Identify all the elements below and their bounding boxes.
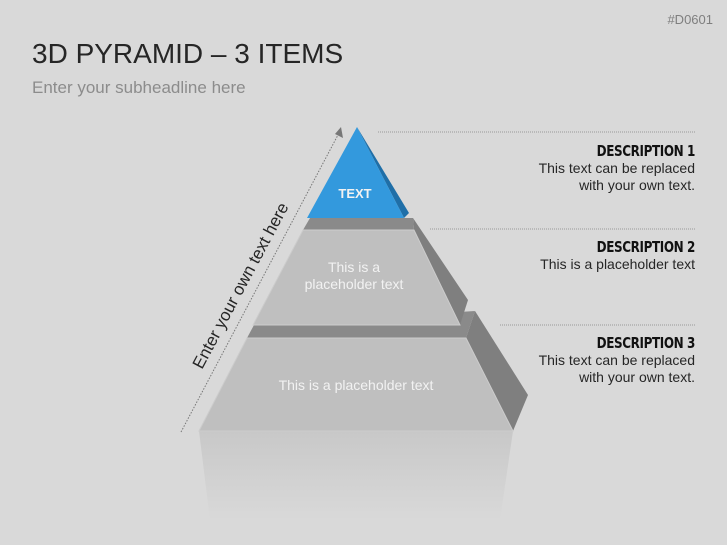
description-text: This text can be replaced	[538, 160, 695, 176]
bottom-tier-side	[466, 311, 528, 431]
slide-code: #D0601	[667, 12, 713, 27]
description-text: This text can be replaced	[538, 352, 695, 368]
description-heading: DESCRIPTION 3	[596, 334, 696, 352]
slide-title: 3D PYRAMID – 3 ITEMS	[32, 38, 344, 69]
middle-tier-top	[303, 218, 414, 230]
middle-tier[interactable]	[252, 229, 461, 326]
description-2: DESCRIPTION 2 This is a placeholder text	[475, 238, 695, 273]
description-3: DESCRIPTION 3 This text can be replaced …	[475, 334, 696, 386]
description-text: with your own text.	[579, 177, 695, 193]
description-text: with your own text.	[579, 369, 695, 385]
middle-tier-label-2: placeholder text	[305, 276, 404, 292]
top-tier[interactable]	[307, 127, 404, 218]
top-tier-side	[357, 127, 409, 218]
description-heading: DESCRIPTION 2	[596, 238, 696, 256]
arrow-head-icon	[335, 127, 343, 138]
top-tier-label: TEXT	[338, 186, 371, 201]
slide-subtitle: Enter your subheadline here	[32, 78, 246, 97]
description-1: DESCRIPTION 1 This text can be replaced …	[475, 142, 696, 194]
middle-tier-side	[413, 218, 468, 325]
description-text: This is a placeholder text	[540, 256, 695, 272]
bottom-tier[interactable]	[198, 337, 514, 432]
axis-arrow	[180, 132, 340, 433]
reflection	[199, 431, 513, 520]
bottom-tier-label: This is a placeholder text	[279, 377, 434, 393]
description-heading: DESCRIPTION 1	[596, 142, 696, 160]
middle-tier-label-1: This is a	[328, 259, 380, 275]
